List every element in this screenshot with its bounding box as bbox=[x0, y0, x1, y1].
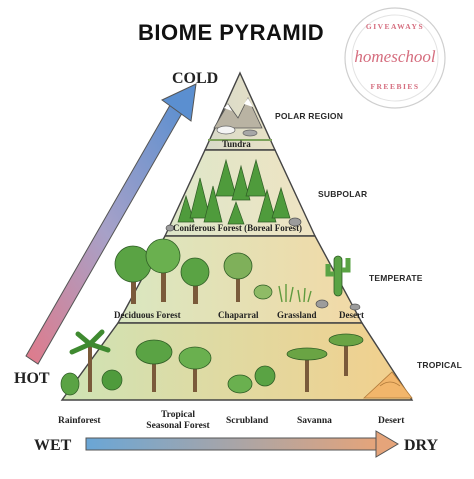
hot-label: HOT bbox=[14, 370, 50, 387]
cold-label: COLD bbox=[172, 70, 219, 87]
subpolar-rocks bbox=[165, 217, 302, 232]
bottom-desert-label: Desert bbox=[378, 416, 405, 426]
cold-hot-arrow bbox=[25, 83, 197, 365]
biome-coniferous-label: Coniferous Forest (Boreal Forest) bbox=[173, 223, 303, 233]
page-title: BIOME PYRAMID bbox=[138, 20, 325, 45]
deciduous-trees bbox=[114, 238, 210, 304]
biome-chaparral-label: Chaparral bbox=[218, 310, 259, 320]
bottom-tropical-line2: Seasonal Forest bbox=[146, 421, 210, 431]
grassland-grass bbox=[278, 284, 312, 303]
tier-polar-label: POLAR REGION bbox=[275, 111, 344, 121]
biome-grassland-label: Grassland bbox=[277, 310, 317, 320]
bottom-rainforest-label: Rainforest bbox=[58, 416, 101, 426]
bottom-savanna-label: Savanna bbox=[297, 416, 332, 426]
chaparral-plants bbox=[223, 252, 273, 302]
rainforest-trees bbox=[60, 329, 123, 396]
savanna-trees bbox=[286, 333, 364, 392]
bottom-tropical-seasonal-label: Tropical Seasonal Forest bbox=[138, 410, 218, 432]
tier-temperate-label: TEMPERATE bbox=[369, 273, 423, 283]
badge-main-text: homeschool bbox=[354, 47, 436, 66]
tropical-seasonal-trees bbox=[135, 339, 212, 392]
tier-subpolar-label: SUBPOLAR bbox=[318, 189, 368, 199]
scrubland-bushes bbox=[227, 365, 276, 394]
homeschool-badge bbox=[344, 7, 446, 109]
coniferous-trees bbox=[177, 158, 291, 225]
badge-top-text: GIVEAWAYS bbox=[365, 22, 425, 31]
biome-temperate-desert-label: Desert bbox=[339, 310, 364, 320]
tundra-scenery bbox=[208, 97, 272, 141]
badge-bottom-text: FREEBIES bbox=[370, 82, 420, 91]
dry-label: DRY bbox=[404, 437, 439, 454]
tier-tropical-label: TROPICAL bbox=[417, 360, 463, 370]
bottom-tropical-line1: Tropical bbox=[161, 410, 195, 420]
wet-label: WET bbox=[34, 437, 72, 454]
temperate-rocks bbox=[315, 299, 361, 311]
wet-dry-arrow bbox=[85, 430, 399, 458]
cactus bbox=[325, 255, 351, 297]
biome-deciduous-label: Deciduous Forest bbox=[114, 310, 181, 320]
bottom-scrubland-label: Scrubland bbox=[226, 416, 269, 426]
biome-tundra-label: Tundra bbox=[222, 139, 251, 149]
desert-dunes bbox=[362, 371, 413, 399]
